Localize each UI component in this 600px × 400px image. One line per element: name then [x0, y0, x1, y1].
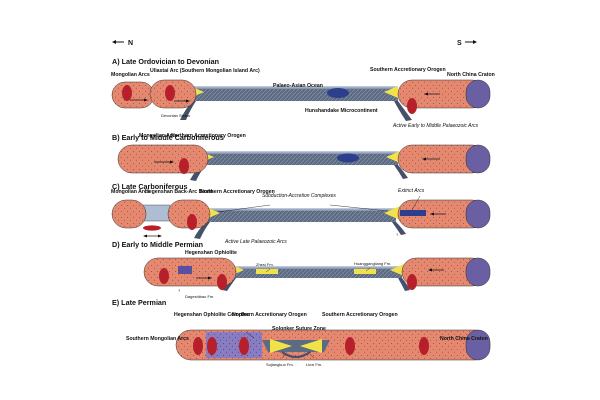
arc-magma — [407, 274, 417, 290]
ocean-crust — [232, 268, 402, 278]
panel-b: B) Early to Middle Carboniferous Mongoli… — [112, 133, 491, 181]
subducting-slab — [392, 222, 406, 235]
label-active-late-arcs: Active Late Palaeozoic Arcs — [224, 239, 287, 245]
arc-magma — [159, 268, 169, 284]
label-mongolian-arcs: Mongolian Arcs — [139, 133, 178, 139]
mongolian-arc-block — [111, 81, 155, 109]
label-devonian-strata: Devonian Strata — [161, 113, 190, 118]
ocean-water — [202, 151, 398, 154]
arc-magma — [165, 85, 175, 101]
subducting-slab — [194, 222, 210, 239]
sediment-wedge — [270, 339, 292, 353]
label-palaeo-asian-ocean: Palaeo-Asian Ocean — [273, 83, 323, 89]
craton-end — [465, 79, 491, 109]
craton-end — [465, 257, 491, 287]
sediment-wedge — [390, 264, 404, 276]
arc-magma — [239, 337, 249, 355]
subducting-slab — [394, 165, 408, 179]
active-arc-magma — [407, 98, 417, 114]
subducting-slab — [398, 278, 410, 291]
craton-end — [465, 144, 491, 174]
craton-end — [465, 329, 491, 361]
label-mongolian-arcs: Mongolian Arcs — [111, 72, 150, 78]
ocean-crust — [192, 88, 398, 101]
panel-e: E) Late Permian Hegenshan Ophiolite Comp… — [112, 298, 491, 367]
arc-magma — [187, 214, 197, 230]
arc-magma — [193, 337, 203, 355]
accretion-complex — [384, 206, 400, 220]
label-linxi-fm: Linxi Fm. — [306, 362, 322, 367]
ocean-crust — [202, 153, 398, 165]
direction-north: N — [112, 40, 133, 47]
panel-a: A) Late Ordovician to Devonian Mongolian… — [111, 57, 495, 129]
ocean-water — [192, 86, 398, 89]
panel-b-title: B) Early to Middle Carboniferous — [112, 133, 224, 142]
arc-magma — [217, 274, 227, 290]
arc-magma — [345, 337, 355, 355]
label-active-arcs: Active Early to Middle Palaeozoic Arcs — [392, 123, 479, 129]
panel-d-title: D) Early to Middle Permian — [112, 240, 203, 249]
label-hunshandake: Hunshandake Microcontinent — [305, 108, 378, 114]
question-mark: ? — [396, 232, 399, 237]
question-mark: ? — [178, 288, 181, 293]
panel-c: C) Late Carboniferous Mongolian Arcs Heg… — [111, 182, 491, 245]
north-label: N — [128, 40, 133, 47]
label-huanggangliang-fm: Huanggangliang Fm. — [354, 261, 391, 266]
arc-magma — [122, 85, 132, 101]
label-north-china: North China Craton — [440, 336, 488, 342]
label-hegenshan-complex: Hegenshan Ophiolite Complex — [174, 312, 249, 318]
ocean-water — [232, 266, 402, 269]
panel-e-title: E) Late Permian — [112, 298, 166, 307]
direction-south: S — [457, 40, 477, 47]
label-dageshibao-fm: Dageshibao Fm. — [185, 294, 214, 299]
northern-orogen-block — [117, 144, 209, 174]
huanggangliang-sediments — [354, 269, 376, 274]
label-southern-mongolian-arcs: Southern Mongolian Arcs — [126, 336, 189, 342]
mongolian-arc-block — [111, 199, 147, 229]
label-hegenshan-ophiolite: Hegenshan Ophiolite — [185, 250, 237, 256]
panel-c-title: C) Late Carboniferous — [112, 182, 187, 191]
label-extinct-arcs: Extinct Arcs — [398, 188, 425, 194]
south-label: S — [457, 40, 462, 47]
label-mongolian-arcs: Mongolian Arcs — [111, 189, 150, 195]
label-northern-orogen: Northern Accretionary Orogen — [232, 312, 307, 318]
label-southern-orogen: Southern Accretionary Orogen — [322, 312, 398, 318]
ocean-crust — [206, 210, 396, 222]
label-uliastai-arc: Uliastai Arc (Southern Mongolian Island … — [150, 68, 260, 74]
craton-end — [465, 199, 491, 229]
arc-magma — [179, 158, 189, 174]
label-sujiangkuo-fm: Sujiangkuo Fm. — [266, 362, 294, 367]
label-southern-orogen: Southern Accretionary Orogen — [370, 67, 446, 73]
panel-d: D) Early to Middle Permian Hegenshan Oph… — [112, 240, 491, 299]
sinking-slab — [281, 351, 311, 359]
back-arc-magma — [143, 225, 161, 231]
label-northern-orogen: Northern Accretionary Orogen — [200, 189, 275, 195]
label-subduction-complexes: Subduction-Accretion Complexes — [262, 193, 336, 199]
label-north-china: North China Craton — [447, 72, 495, 78]
arc-magma — [419, 337, 429, 355]
label-northern-orogen: Northern Accretionary Orogen — [171, 133, 246, 139]
subducting-slab — [180, 101, 196, 120]
sediment-wedge — [384, 86, 398, 98]
panel-a-title: A) Late Ordovician to Devonian — [112, 57, 219, 66]
microcontinent — [327, 88, 349, 98]
ocean-water — [206, 208, 396, 211]
hegenshan-ophiolite — [178, 266, 192, 274]
label-hegenshan-basin: Hegenshan Back-Arc Basin — [145, 189, 213, 195]
microcontinent — [337, 153, 359, 163]
sediment-wedge — [300, 339, 322, 353]
subducting-slab — [394, 101, 412, 121]
extinct-arc — [400, 210, 426, 216]
sediment-wedge — [386, 151, 400, 163]
label-zhesi-fm: Zhesi Fm. — [256, 262, 274, 267]
arc-magma — [207, 337, 217, 355]
label-solonker: Solonker Suture Zone — [272, 326, 326, 332]
